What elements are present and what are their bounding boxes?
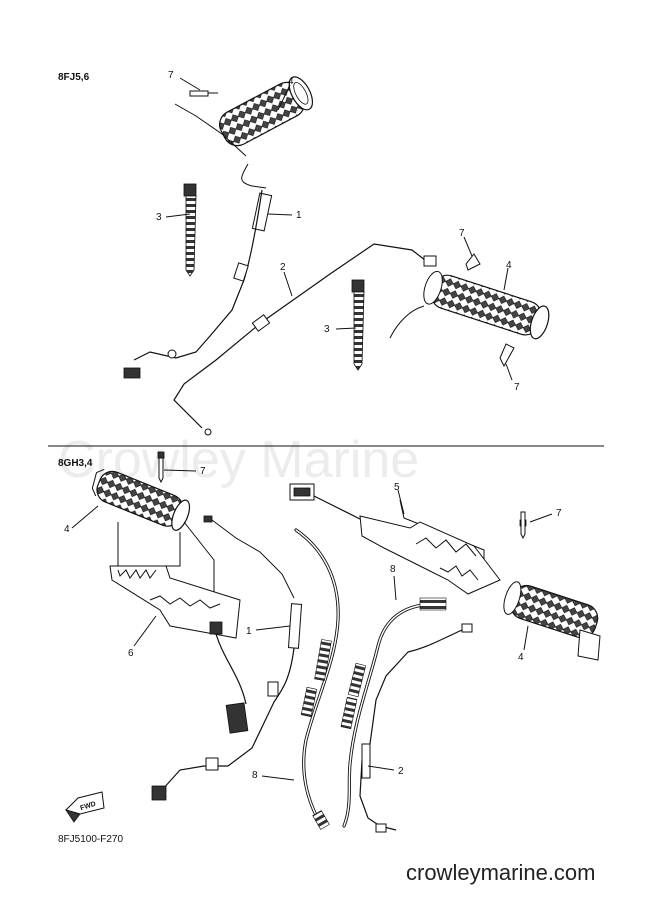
callout-4c: 4 (64, 524, 70, 535)
leader-c11 (71, 505, 99, 529)
grip-bottom-right (503, 581, 599, 639)
leader-c14 (393, 575, 397, 601)
callout-8b: 8 (252, 770, 258, 781)
grip-wire-top-right (389, 305, 425, 339)
callout-8a: 8 (390, 564, 396, 575)
callout-5: 5 (394, 482, 400, 493)
diagram-code: 8FJ5100-F270 (58, 834, 123, 845)
forward-direction-badge: FWD (65, 791, 105, 823)
website-text: crowleymarine.com (406, 860, 596, 885)
throttle-cable-long-bottom (359, 623, 473, 833)
callout-7b: 7 (459, 228, 465, 239)
cable-tie-top-left (183, 183, 197, 277)
leader-c2 (277, 84, 291, 111)
leader-c4 (165, 213, 191, 218)
leader-c19 (367, 765, 395, 771)
grip-top-left (219, 76, 314, 147)
leader-c1 (179, 77, 201, 91)
model-label-top: 8FJ5,6 (58, 72, 90, 83)
throttle-cable-long-top (173, 243, 437, 436)
leader-c16 (133, 615, 157, 647)
callout-2a: 2 (280, 262, 286, 273)
leader-c5 (283, 271, 293, 297)
model-label-bottom: 8GH3,4 (58, 458, 93, 469)
grip-bottom-left (91, 468, 191, 531)
leader-c12 (397, 489, 405, 515)
grip-heater-element-right (289, 483, 501, 595)
throttle-cable-top (123, 103, 273, 379)
throttle-cable-bottom (151, 515, 303, 801)
leader-c9 (505, 363, 513, 381)
callout-1a: 1 (296, 210, 302, 221)
leader-c15 (255, 625, 291, 631)
callout-4b: 4 (506, 260, 512, 271)
screw-top-left (189, 90, 218, 97)
callout-7a: 7 (168, 70, 174, 81)
screw-top-right-upper (465, 253, 481, 271)
callout-1b: 1 (246, 626, 252, 637)
heater-wire-tube-right (340, 597, 447, 828)
leader-c3 (267, 213, 293, 216)
heater-wire-tube-left (294, 528, 340, 830)
leader-c7 (503, 267, 509, 291)
fwd-badge-text: FWD (79, 801, 96, 813)
leader-c17 (523, 625, 529, 651)
grip-end-cap-bottom-right (577, 629, 601, 661)
screw-bottom-right (519, 511, 527, 540)
callout-6: 6 (128, 648, 134, 659)
callout-4a: 4 (288, 76, 294, 87)
leader-c13 (529, 513, 553, 523)
screw-bottom-left (157, 451, 165, 484)
callout-2b: 2 (398, 766, 404, 777)
callout-3a: 3 (156, 212, 162, 223)
grip-heater-element-left (109, 521, 249, 734)
leader-c6 (463, 236, 473, 257)
callout-7c: 7 (514, 382, 520, 393)
callout-4d: 4 (518, 652, 524, 663)
cable-tie-top-right (351, 279, 365, 371)
screw-top-right-lower (499, 343, 515, 368)
callout-3b: 3 (324, 324, 330, 335)
callout-7d: 7 (200, 466, 206, 477)
callout-7e: 7 (556, 508, 562, 519)
leader-c18 (261, 775, 295, 781)
leader-c10 (163, 469, 197, 472)
leader-c8 (335, 327, 357, 330)
grip-top-right (423, 270, 550, 340)
